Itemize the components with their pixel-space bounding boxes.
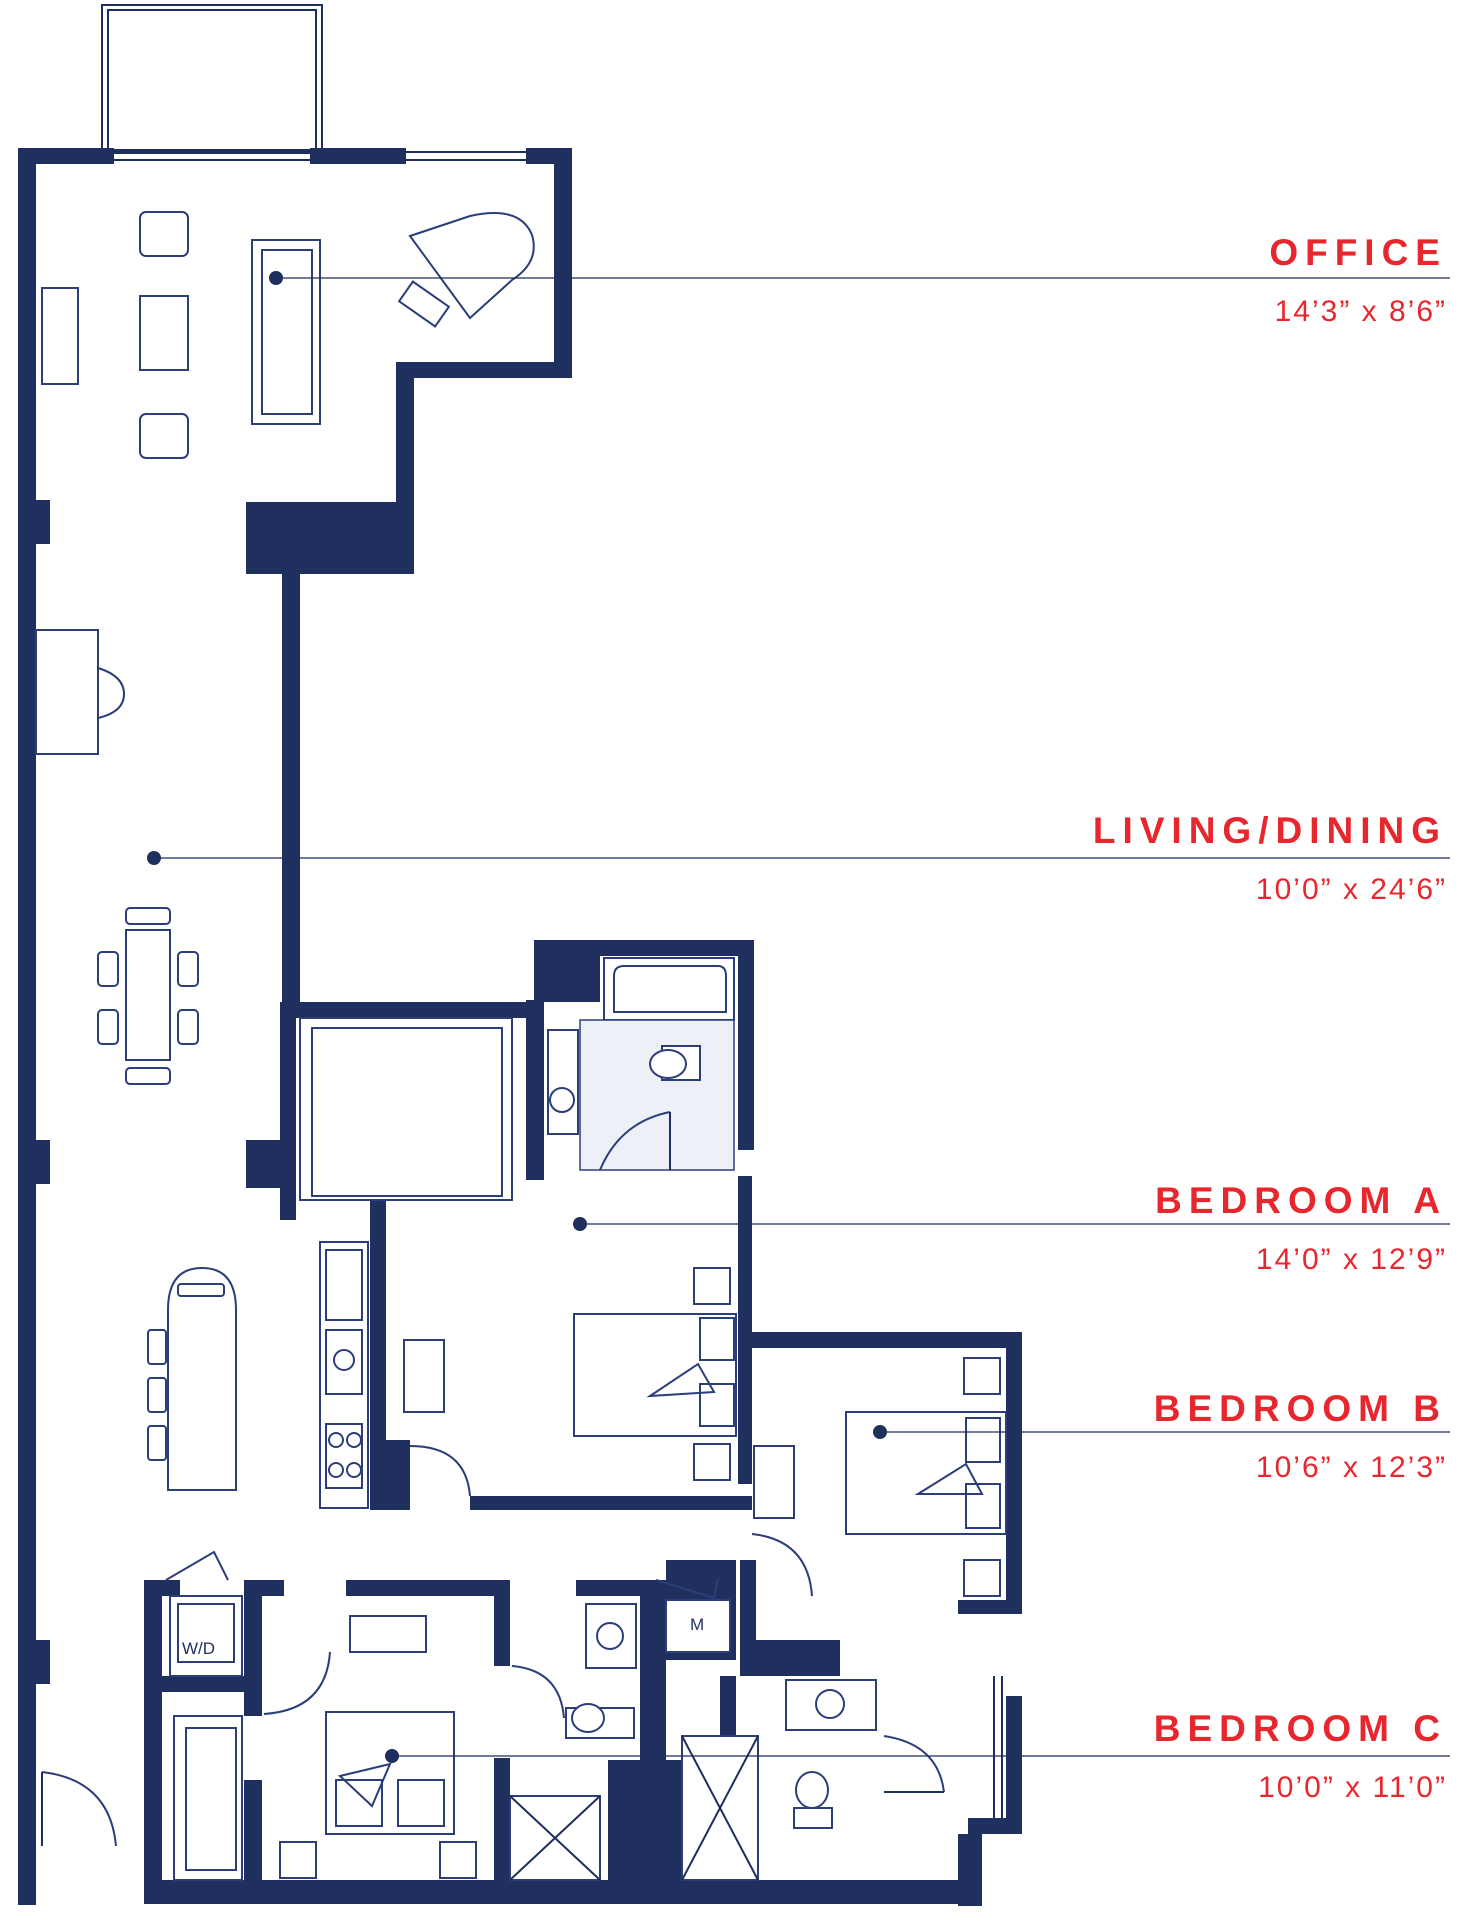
leader-lines	[147, 271, 1450, 1763]
bathroom-b	[681, 1679, 945, 1881]
laundry-closet	[165, 1550, 243, 1677]
bathroom-a	[547, 957, 735, 1171]
room-dimensions: 10’6” x 12’3”	[1255, 1451, 1447, 1484]
bedroom-a-furniture	[403, 1267, 737, 1497]
mechanical-closet	[655, 1577, 731, 1653]
room-dimensions: 10’0” x 11’0”	[1258, 1771, 1447, 1804]
room-label-living-dining: LIVING/DINING 10’0” x 24’6”	[1093, 812, 1447, 905]
room-name: OFFICE	[1269, 232, 1447, 273]
room-name: LIVING/DINING	[1092, 810, 1447, 851]
room-label-office: OFFICE 14’3” x 8’6”	[1269, 234, 1447, 327]
room-name: BEDROOM B	[1153, 1388, 1447, 1429]
wd-label: W/D	[182, 1639, 215, 1658]
walk-in-closet	[299, 1017, 513, 1201]
room-name: BEDROOM C	[1153, 1708, 1447, 1749]
office-furniture	[41, 211, 535, 459]
room-label-bedroom-a: BEDROOM A 14’0” x 12’9”	[1155, 1182, 1447, 1275]
balcony	[101, 4, 323, 154]
bedroom-b-furniture	[751, 1357, 1007, 1597]
kitchen	[319, 1241, 369, 1509]
room-label-bedroom-c: BEDROOM C 10’0” x 11’0”	[1154, 1710, 1447, 1803]
entry-door	[41, 1771, 117, 1847]
room-label-bedroom-b: BEDROOM B 10’6” x 12’3”	[1154, 1390, 1447, 1483]
room-dimensions: 14’0” x 12’9”	[1255, 1243, 1447, 1276]
bedroom-c-furniture	[173, 1615, 477, 1881]
windows	[114, 151, 1003, 1818]
exterior-walls	[18, 148, 1022, 1906]
mechanical-label: M	[690, 1615, 704, 1634]
living-dining-furniture	[35, 629, 237, 1491]
room-dimensions: 10’0” x 24’6”	[1255, 873, 1447, 906]
room-dimensions: 14’3” x 8’6”	[1274, 295, 1447, 328]
bathroom-c	[509, 1603, 637, 1881]
room-name: BEDROOM A	[1155, 1180, 1447, 1221]
